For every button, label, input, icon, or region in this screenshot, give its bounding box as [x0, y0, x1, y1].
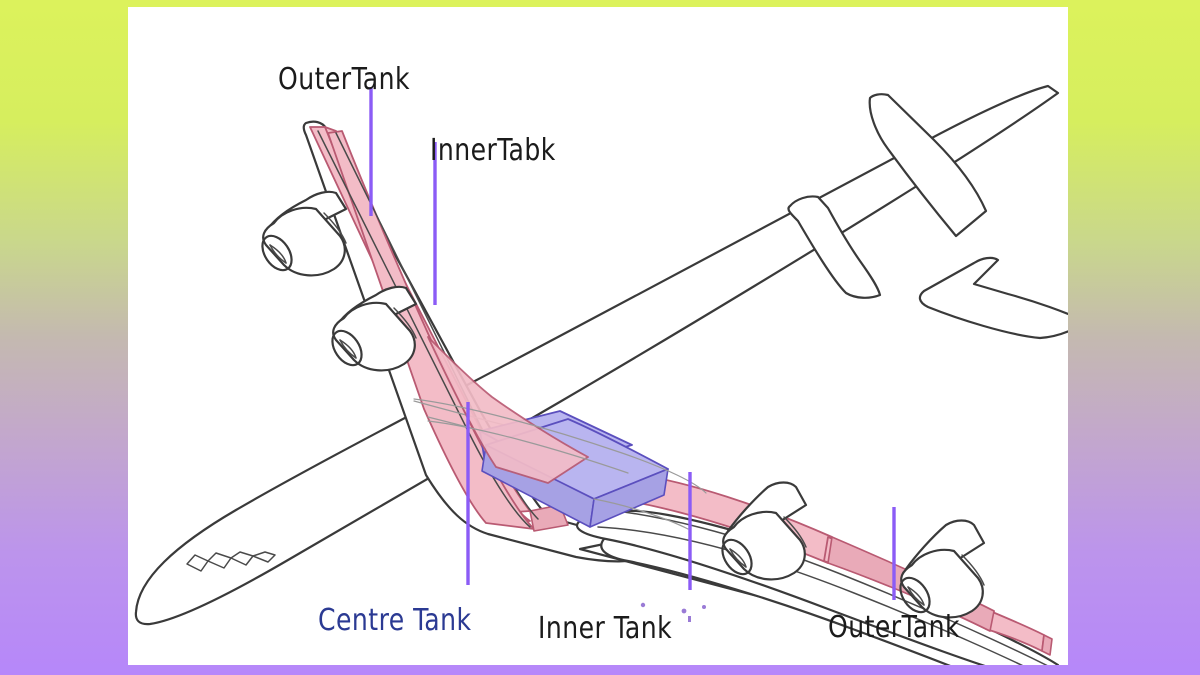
right-engine-outer — [899, 519, 986, 619]
fuselage-ghost-contour — [413, 398, 707, 530]
aircraft-fuel-tank-illustration: .ln { fill:none; stroke:#3A3A3A; stroke-… — [134, 84, 1068, 665]
centre-tank-bottom-face — [589, 468, 669, 528]
right-wing-main — [575, 509, 1060, 665]
right-wing-detail-lines — [567, 506, 1048, 665]
label-outer-tank-right: OuterTank — [828, 610, 960, 645]
horizontal-stabilizer-right — [918, 256, 1068, 340]
label-outer-tank-left: OuterTank — [278, 62, 410, 97]
vertical-stabilizer — [868, 93, 988, 238]
left-wing-root-tank — [427, 336, 589, 484]
label-inner-tank-left: InnerTabk — [430, 133, 556, 168]
left-engine-inner — [331, 285, 418, 372]
label-centre-tank: Centre Tank — [318, 603, 472, 638]
leader-lines — [369, 87, 896, 600]
stray-ink-marks — [640, 602, 706, 622]
label-inner-tank-right: Inner Tank — [538, 611, 673, 646]
left-engine-outer — [261, 190, 348, 277]
horizontal-stabilizer-left — [787, 195, 882, 299]
right-engine-inner — [721, 481, 808, 581]
diagram-panel: .ln { fill:none; stroke:#3A3A3A; stroke-… — [128, 7, 1068, 665]
cockpit-windows — [186, 551, 276, 572]
